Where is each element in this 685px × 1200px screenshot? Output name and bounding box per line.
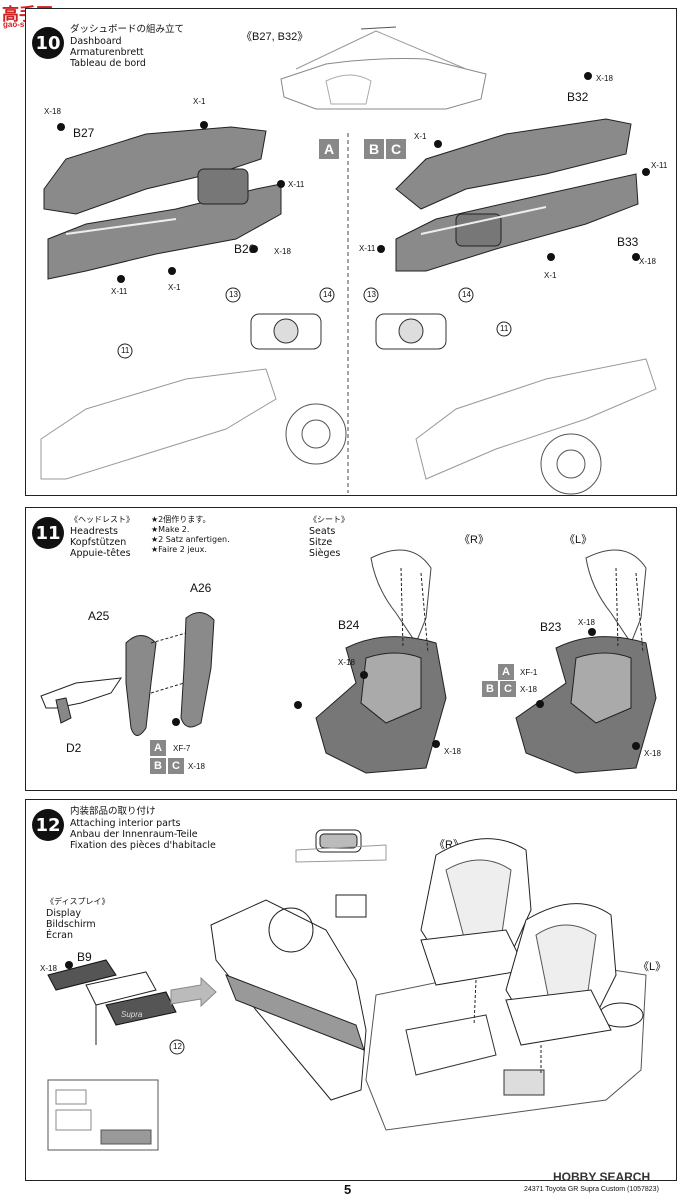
- label-b33: B33: [617, 235, 639, 249]
- note-jp: ★2個作ります。: [151, 515, 211, 524]
- footer-credit: 24371 Toyota GR Supra Custom (1057823): [524, 1186, 659, 1193]
- left-seat-label: 《L》: [638, 961, 667, 973]
- variant-a-badge: A: [319, 139, 339, 159]
- step-number: 12: [32, 809, 64, 841]
- step-title-jp: ダッシュボードの組み立て: [70, 24, 185, 35]
- label-b27: B27: [73, 126, 95, 140]
- step-title-fr: Tableau de bord: [70, 58, 146, 69]
- screw-x18: X-18: [639, 257, 656, 266]
- label-a25: A25: [88, 609, 110, 623]
- seat-title-jp: 《シート》: [309, 515, 349, 524]
- page-number: 5: [344, 1182, 352, 1197]
- label-b32: B32: [567, 90, 589, 104]
- step-title-jp: 内装部品の取り付け: [70, 806, 156, 817]
- callout-14: 14: [323, 290, 332, 299]
- variant-a-badge: A: [498, 664, 514, 680]
- display-title-fr: Écran: [46, 930, 73, 941]
- left-seat-label: 《L》: [564, 534, 593, 546]
- display-title-jp: 《ディスプレイ》: [46, 897, 110, 906]
- screw-x1: X-1: [544, 271, 557, 280]
- note-de: ★2 Satz anfertigen.: [151, 535, 230, 544]
- headrest-title-de: Kopfstützen: [70, 537, 127, 548]
- screw-x18: X-18: [520, 685, 537, 694]
- headrest-title-fr: Appuie-têtes: [70, 548, 131, 559]
- step-10-drawing: [40, 26, 657, 495]
- headrest-title-en: Headrests: [70, 526, 119, 537]
- label-b9: B9: [77, 950, 92, 964]
- step-number: 11: [32, 517, 64, 549]
- callout-12: 12: [173, 1042, 182, 1051]
- screw-x11: X-11: [111, 287, 128, 296]
- screw-x1: X-1: [414, 132, 427, 141]
- screw-x18: X-18: [40, 964, 57, 973]
- screw-x18: X-18: [644, 749, 661, 758]
- paint-xf7: XF-7: [173, 744, 191, 753]
- step-12-panel: 12 内装部品の取り付け Attaching interior parts An…: [25, 799, 677, 1181]
- step-12-drawing: [47, 829, 647, 1151]
- callout-13: 13: [229, 290, 238, 299]
- label-b23: B23: [540, 620, 562, 634]
- step-title-de: Armaturenbrett: [70, 47, 144, 58]
- headrest-title-jp: 《ヘッドレスト》: [70, 515, 134, 524]
- screw-x18: X-18: [578, 618, 595, 627]
- label-d2: D2: [66, 741, 82, 755]
- step-number: 10: [32, 27, 64, 59]
- callout-14: 14: [462, 290, 471, 299]
- callout-11: 11: [121, 346, 130, 355]
- screw-x18: X-18: [44, 107, 61, 116]
- label-a26: A26: [190, 581, 212, 595]
- step-10-panel: 10 ダッシュボードの組み立て Dashboard Armaturenbrett…: [25, 8, 677, 496]
- right-seat-label: 《R》: [459, 534, 489, 546]
- screw-x1: X-1: [193, 97, 206, 106]
- screw-x1: X-1: [168, 283, 181, 292]
- step-11-panel: 11 《ヘッドレスト》 Headrests Kopfstützen Appuie…: [25, 507, 677, 791]
- display-title-en: Display: [46, 908, 82, 919]
- decal-text: Supra: [121, 1010, 143, 1019]
- screw-x11: X-11: [288, 180, 305, 189]
- screw-x11: X-11: [359, 244, 376, 253]
- variant-a-badge: A: [150, 740, 166, 756]
- parts-reference: 《B27, B32》: [241, 31, 309, 43]
- paint-xf1: XF-1: [520, 668, 538, 677]
- step-title-de: Anbau der Innenraum-Teile: [70, 829, 198, 840]
- step-title-en: Dashboard: [70, 36, 122, 47]
- label-b24: B24: [338, 618, 360, 632]
- seat-title-en: Seats: [309, 526, 336, 537]
- seat-title-de: Sitze: [309, 537, 333, 548]
- step-11-drawing: [40, 549, 657, 774]
- watermark-hobbysearch: HOBBY SEARCH: [553, 1170, 651, 1184]
- screw-x18: X-18: [444, 747, 461, 756]
- note-en: ★Make 2.: [151, 525, 190, 534]
- note-fr: ★Faire 2 jeux.: [151, 545, 207, 554]
- seat-title-fr: Sièges: [309, 548, 341, 559]
- screw-x18: X-18: [274, 247, 291, 256]
- step-title-en: Attaching interior parts: [70, 818, 181, 829]
- screw-x18: X-18: [188, 762, 205, 771]
- screw-x11: X-11: [651, 161, 668, 170]
- screw-x18: X-18: [338, 658, 355, 667]
- label-b26: B26: [234, 242, 256, 256]
- screw-x18: X-18: [596, 74, 613, 83]
- callout-11: 11: [500, 324, 509, 333]
- step-title-fr: Fixation des pièces d'habitacle: [70, 840, 216, 851]
- callout-13: 13: [367, 290, 376, 299]
- display-title-de: Bildschirm: [46, 919, 96, 930]
